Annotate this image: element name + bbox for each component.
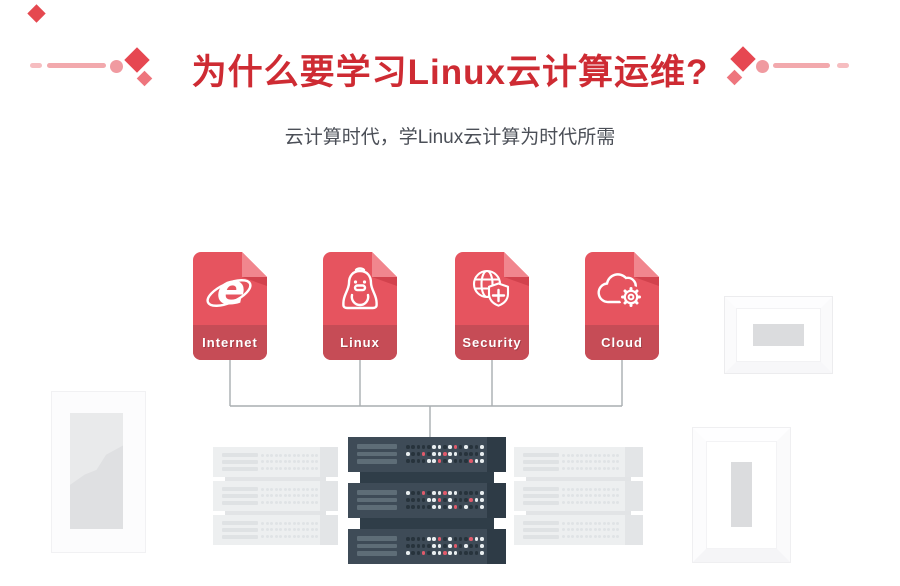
rack-unit <box>348 483 506 518</box>
rack-side-panel <box>625 481 643 511</box>
deco-dash-left <box>30 63 42 68</box>
rack-led-dots <box>261 454 318 470</box>
rack-led-dots <box>406 445 484 463</box>
deco-dash-right <box>837 63 849 68</box>
linux-card: Linux <box>323 252 397 360</box>
rack-led-dots <box>406 491 484 509</box>
ie-browser-icon: e <box>204 264 256 316</box>
rack-led-dots <box>562 522 619 538</box>
rack-side-panel <box>487 483 506 518</box>
frame-picture <box>753 324 804 346</box>
cloud-card: Cloud <box>585 252 659 360</box>
frame-picture <box>70 413 123 529</box>
rack-led-dots <box>562 488 619 504</box>
rack-led-dots <box>261 488 318 504</box>
card-fold-shadow <box>372 277 397 286</box>
deco-line-right <box>773 63 830 68</box>
card-fold-shadow <box>504 277 529 286</box>
rack-unit <box>213 481 338 511</box>
rack-side-panel <box>487 529 506 564</box>
rack-side-panel <box>625 447 643 477</box>
frame-picture <box>731 462 752 527</box>
rack-vent-bars <box>523 453 559 471</box>
rack-vent-bars <box>222 487 258 505</box>
rack-vent-bars <box>357 536 397 556</box>
section-title: 为什么要学习Linux云计算运维? <box>191 53 709 92</box>
card-fold-shadow <box>634 277 659 286</box>
rack-unit <box>514 481 643 511</box>
rack-side-panel <box>320 481 338 511</box>
card-label: Internet <box>193 325 267 360</box>
rack-vent-bars <box>222 453 258 471</box>
security-card: Security <box>455 252 529 360</box>
rack-unit <box>514 447 643 477</box>
server-rack-left <box>213 447 338 545</box>
rack-unit <box>213 515 338 545</box>
picture-frame-bottom-right <box>693 428 790 562</box>
internet-card: e Internet <box>193 252 267 360</box>
server-rack-center <box>348 437 506 564</box>
svg-text:e: e <box>217 265 246 314</box>
rack-unit <box>348 437 506 472</box>
tux-penguin-icon <box>334 264 386 316</box>
card-label: Security <box>455 325 529 360</box>
rack-led-dots <box>562 454 619 470</box>
deco-dot-left <box>110 60 123 73</box>
picture-frame-top-right <box>725 297 832 373</box>
rack-vent-bars <box>357 490 397 510</box>
rack-side-panel <box>625 515 643 545</box>
rack-unit <box>213 447 338 477</box>
deco-line-left <box>47 63 106 68</box>
section-subtitle: 云计算时代，学Linux云计算为时代所需 <box>284 127 616 148</box>
rack-vent-bars <box>523 521 559 539</box>
card-label: Cloud <box>585 325 659 360</box>
rack-vent-bars <box>222 521 258 539</box>
rack-led-dots <box>406 537 484 555</box>
rack-vent-bars <box>357 444 397 464</box>
card-label: Linux <box>323 325 397 360</box>
rack-unit <box>514 515 643 545</box>
cloud-gear-icon <box>596 264 648 316</box>
server-rack-right <box>514 447 643 545</box>
deco-dot-right <box>756 60 769 73</box>
rack-side-panel <box>320 447 338 477</box>
rack-unit <box>348 529 506 564</box>
globe-shield-icon <box>466 264 518 316</box>
card-fold-shadow <box>242 277 267 286</box>
rack-side-panel <box>320 515 338 545</box>
rack-vent-bars <box>523 487 559 505</box>
picture-frame-left <box>52 392 145 552</box>
rack-led-dots <box>261 522 318 538</box>
rack-side-panel <box>487 437 506 472</box>
